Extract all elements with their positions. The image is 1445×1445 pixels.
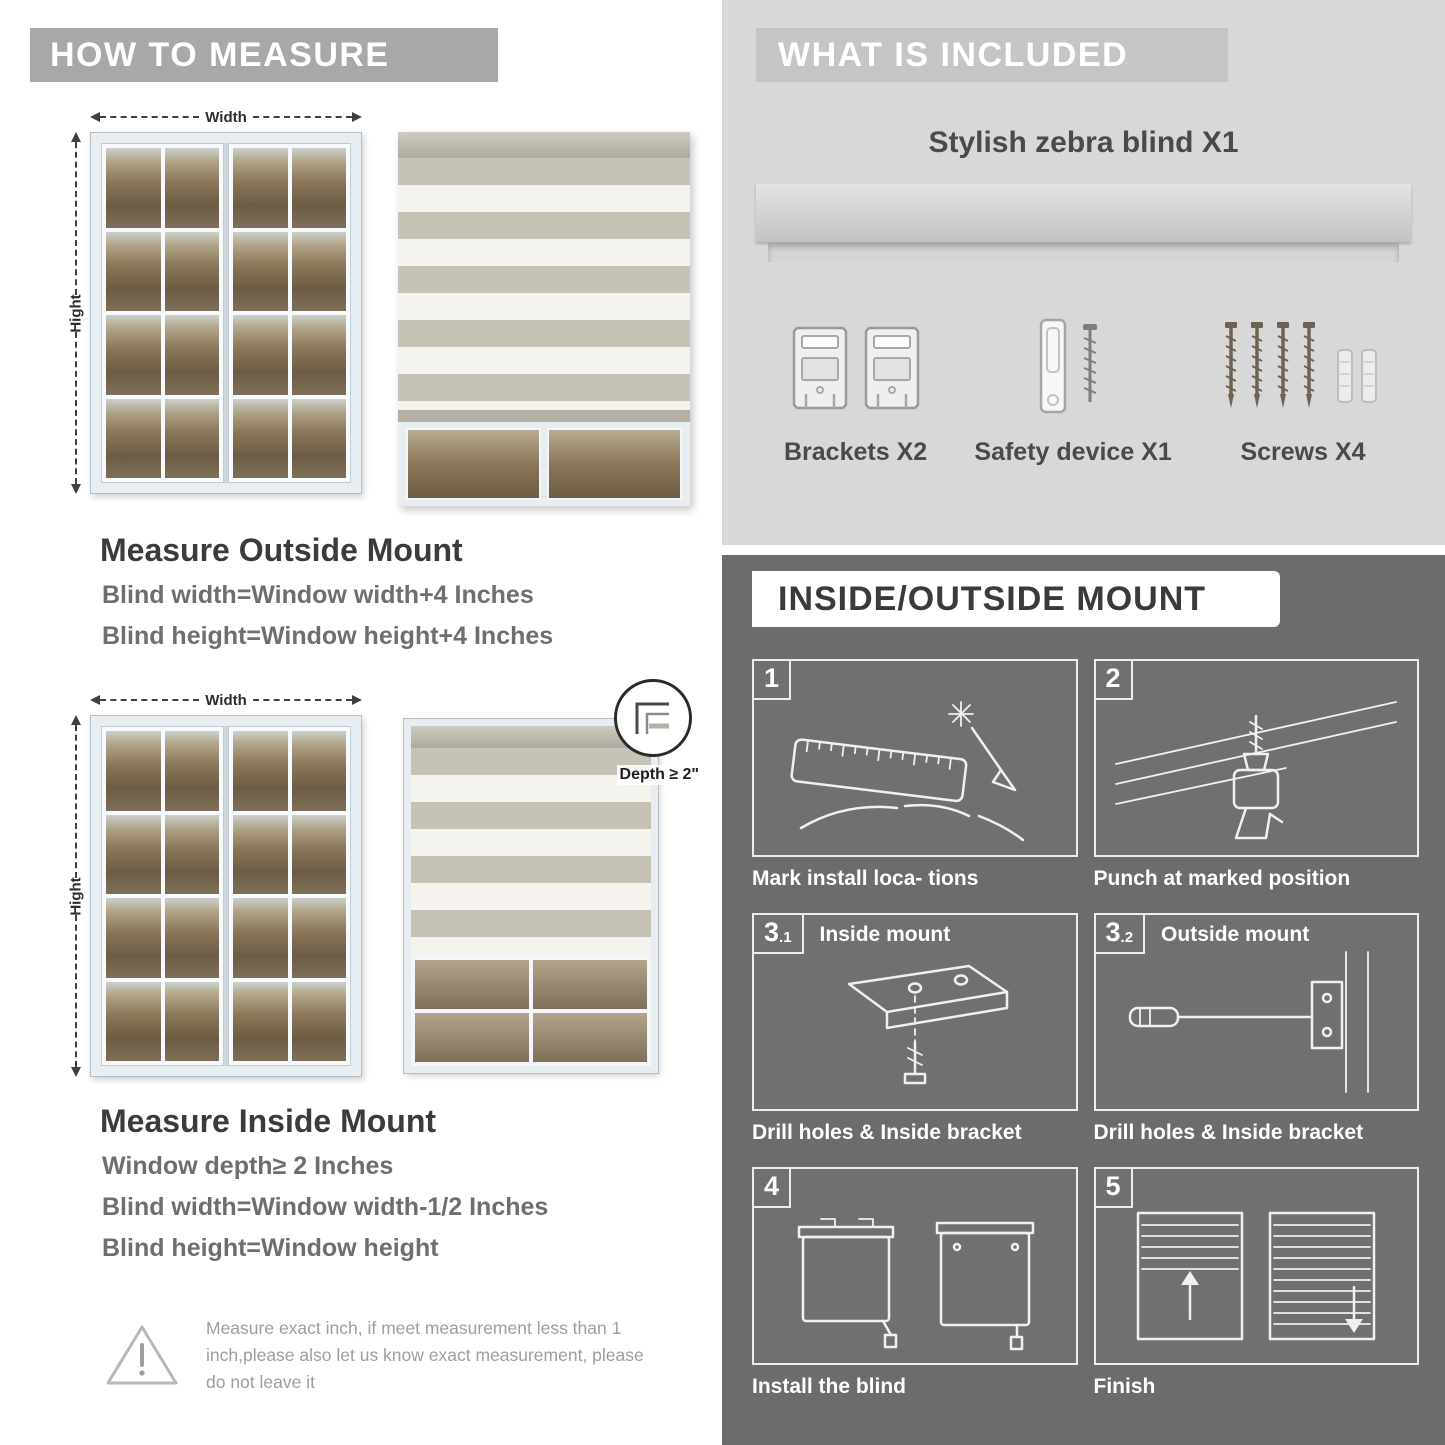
step-number-badge: 1 — [754, 661, 792, 700]
zebra-blind-inside-illustration: Depth ≥ 2" — [403, 679, 702, 1074]
finish-illustration — [1096, 1169, 1418, 1363]
outside-bracket-illustration — [1096, 915, 1418, 1109]
inside-height-formula: Blind height=Window height — [102, 1234, 439, 1262]
step-caption: Drill holes & Inside bracket — [752, 1121, 1022, 1144]
arrow-left-icon — [90, 112, 100, 122]
warning-triangle-icon — [106, 1325, 178, 1385]
outside-diagram-row: Width Hight — [62, 108, 722, 506]
anchor-icon — [1361, 349, 1377, 403]
arrow-right-icon — [352, 695, 363, 705]
step-caption: Drill holes & Inside bracket — [1093, 1121, 1364, 1144]
inside-mount-section: Width Hight — [62, 679, 722, 1263]
window-measure-diagram-inside: Width Hight — [62, 691, 363, 1077]
bracket-icon — [864, 326, 919, 410]
step-inline-label: Inside mount — [819, 922, 951, 946]
height-label: Hight — [67, 293, 85, 333]
inside-width-formula: Blind width=Window width-1/2 Inches — [102, 1193, 549, 1221]
outside-mount-section: Width Hight — [62, 108, 722, 651]
arrow-up-icon — [71, 715, 81, 725]
arrow-left-icon — [90, 695, 100, 705]
blind-stripes — [398, 158, 690, 410]
step-5: 5 — [1093, 1167, 1419, 1399]
safety-device-icon — [1039, 318, 1098, 414]
step-number-badge: 2 — [1095, 661, 1133, 700]
screws-label: Screws X4 — [1240, 438, 1366, 466]
outside-mount-title: Measure Outside Mount — [100, 532, 463, 568]
step-1: 1 — [752, 659, 1078, 891]
step-number-badge: 3.2 — [1095, 915, 1146, 954]
headrail-illustration — [756, 184, 1411, 242]
safety-device-group: Safety device X1 — [974, 316, 1172, 467]
safety-device-label: Safety device X1 — [974, 438, 1172, 466]
blind-stripes — [411, 748, 651, 956]
what-is-included-header: WHAT IS INCLUDED — [756, 28, 1228, 82]
step-caption: Finish — [1093, 1375, 1156, 1398]
window-illustration — [90, 132, 362, 494]
step-caption: Mark install loca- tions — [752, 867, 979, 890]
outside-height-formula: Blind height=Window height+4 Inches — [102, 622, 554, 650]
install-blind-illustration — [754, 1169, 1076, 1363]
width-label: Width — [205, 108, 247, 126]
window-below-blind — [398, 422, 690, 506]
screws-icon — [1225, 322, 1377, 408]
width-arrow: Width — [90, 691, 363, 709]
depth-callout-circle — [614, 679, 692, 757]
step-inline-label: Outside mount — [1161, 922, 1310, 946]
screws-group: Screws X4 — [1219, 316, 1387, 467]
blind-headrail — [411, 726, 651, 748]
zebra-blind-outside-illustration — [398, 132, 690, 506]
inside-diagram-row: Width Hight — [62, 679, 722, 1077]
height-arrow: Hight — [62, 132, 90, 494]
how-to-measure-column: HOW TO MEASURE Width — [0, 0, 722, 1445]
step-number-badge: 5 — [1095, 1169, 1133, 1208]
inside-bracket-illustration — [754, 915, 1076, 1109]
inside-outside-mount-section: INSIDE/OUTSIDE MOUNT 1 — [722, 555, 1445, 1445]
step-3-1: 3.1 Inside mount — [752, 913, 1078, 1145]
warning-text: Measure exact inch, if meet measurement … — [206, 1317, 644, 1392]
step-3-2: 3.2 Outside mount — [1093, 913, 1419, 1145]
bracket-icon — [792, 326, 847, 410]
right-column: WHAT IS INCLUDED Stylish zebra blind X1 — [722, 0, 1445, 1445]
step-caption: Install the blind — [752, 1375, 907, 1398]
inside-mount-title: Measure Inside Mount — [100, 1103, 437, 1139]
headrail-lip — [768, 242, 1399, 262]
height-arrow: Hight — [62, 715, 90, 1077]
product-title: Stylish zebra blind X1 — [928, 126, 1239, 159]
blind-bottomrail — [398, 410, 690, 422]
drill-illustration — [1096, 661, 1418, 855]
what-is-included-section: WHAT IS INCLUDED Stylish zebra blind X1 — [722, 0, 1445, 545]
mount-steps-grid: 1 — [752, 659, 1419, 1399]
step-caption: Punch at marked position — [1093, 867, 1351, 890]
width-label: Width — [205, 691, 247, 709]
step-number-badge: 3.1 — [754, 915, 804, 954]
step-4: 4 — [752, 1167, 1078, 1399]
window-corner-icon — [635, 702, 669, 734]
arrow-right-icon — [352, 112, 363, 122]
brackets-label: Brackets X2 — [784, 438, 928, 466]
brackets-group: Brackets X2 — [784, 324, 927, 467]
window-below-blind — [411, 956, 651, 1066]
arrow-down-icon — [71, 1067, 81, 1077]
width-arrow: Width — [90, 108, 363, 126]
window-illustration — [90, 715, 362, 1077]
depth-requirement-label: Depth ≥ 2" — [616, 765, 702, 785]
measure-warning: Measure exact inch, if meet measurement … — [104, 1297, 722, 1413]
mark-location-illustration — [754, 661, 1076, 855]
step-2: 2 — [1093, 659, 1419, 891]
window-measure-diagram-outside: Width Hight — [62, 108, 363, 494]
blind-headrail — [398, 132, 690, 158]
arrow-up-icon — [71, 132, 81, 142]
step-number-badge: 4 — [754, 1169, 792, 1208]
included-parts-row: Brackets X2 Safety device X1 — [784, 316, 1387, 467]
how-to-measure-header: HOW TO MEASURE — [30, 28, 498, 82]
anchor-icon — [1337, 349, 1353, 403]
outside-width-formula: Blind width=Window width+4 Inches — [102, 581, 534, 609]
arrow-down-icon — [71, 484, 81, 494]
mount-section-header: INSIDE/OUTSIDE MOUNT — [752, 571, 1280, 627]
inside-depth-formula: Window depth≥ 2 Inches — [102, 1152, 394, 1180]
height-label: Hight — [67, 876, 85, 916]
